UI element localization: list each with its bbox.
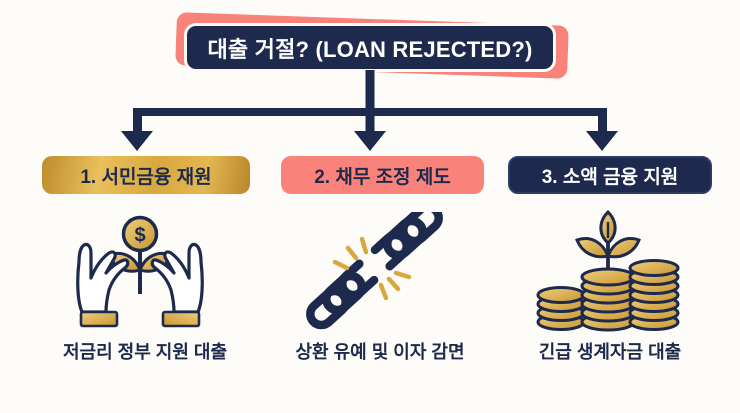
page-title: 대출 거절? (LOAN REJECTED?) — [207, 36, 533, 62]
branch-label-text: 3. 소액 금융 지원 — [541, 166, 679, 188]
branch-label-text: 1. 서민금융 재원 — [80, 166, 212, 188]
hands-holding-money-plant-icon: $ — [76, 215, 204, 328]
branch-caption: 저금리 정부 지원 대출 — [20, 338, 270, 364]
branch-label-debt-adjustment: 2. 채무 조정 제도 — [281, 156, 484, 194]
title-banner: 대출 거절? (LOAN REJECTED?) — [184, 23, 556, 72]
branch-caption: 긴급 생계자금 대출 — [485, 338, 735, 364]
broken-chain-icon — [306, 212, 443, 330]
caption-text: 저금리 정부 지원 대출 — [62, 342, 228, 362]
caption-text: 상환 유예 및 이자 감면 — [295, 342, 465, 362]
coin-stacks-sprout-icon — [536, 210, 680, 332]
svg-text:$: $ — [134, 225, 145, 247]
branch-label-microfinance: 3. 소액 금융 지원 — [508, 156, 712, 194]
branch-caption: 상환 유예 및 이자 감면 — [257, 338, 503, 364]
branch-label-text: 2. 채무 조정 제도 — [314, 166, 451, 188]
flow-connector-arrows — [121, 70, 618, 151]
branch-label-public-finance: 1. 서민금융 재원 — [42, 156, 250, 194]
caption-text: 긴급 생계자금 대출 — [538, 342, 682, 362]
